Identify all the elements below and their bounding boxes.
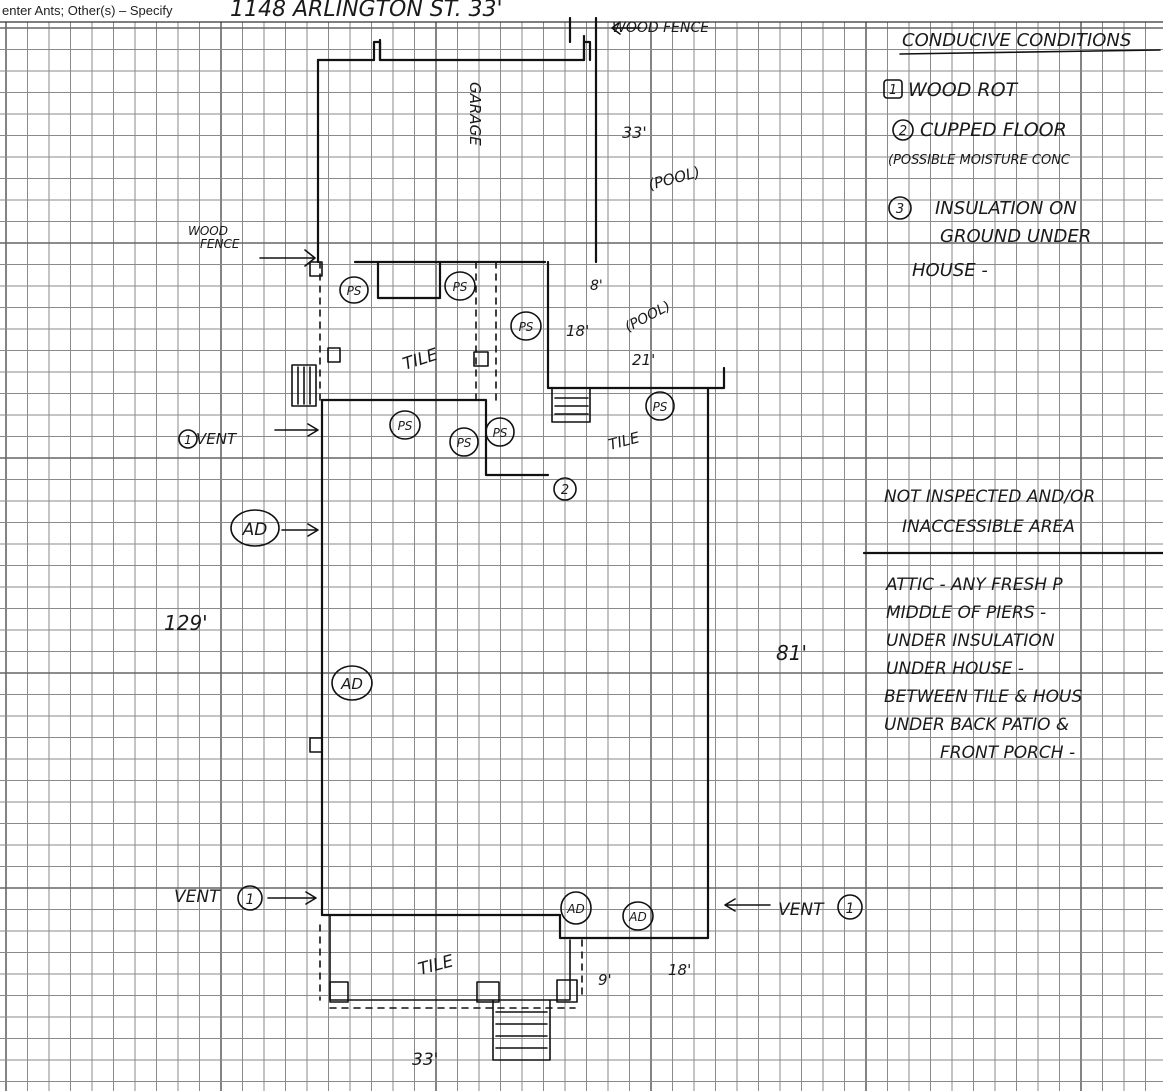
legend-tail: HOUSE - bbox=[912, 260, 988, 281]
form-printed-label: enter Ants; Other(s) – Specify bbox=[2, 3, 173, 18]
dim-bottom-33: 33' bbox=[412, 1050, 438, 1070]
ad-marker: AD bbox=[230, 509, 280, 547]
legend-item-1-text: WOOD ROT bbox=[908, 79, 1019, 101]
conducive-conditions-legend: CONDUCIVE CONDITIONS 1 WOOD ROT 2 CUPPED… bbox=[883, 30, 1161, 281]
graph-paper-grid bbox=[0, 22, 1163, 1091]
wood-fence-side-label-1: WOOD bbox=[188, 224, 228, 238]
ps-marker-label: PS bbox=[347, 284, 362, 298]
legend-item-2-subtext: (POSSIBLE MOISTURE CONC bbox=[888, 153, 1071, 168]
tile-label-patio: TILE bbox=[400, 345, 440, 375]
vent-label-lower-left: VENT bbox=[174, 887, 221, 907]
ad-marker: AD bbox=[331, 665, 373, 701]
dim-garage-33: 33' bbox=[622, 123, 647, 142]
house-outline bbox=[320, 260, 726, 940]
legend-item-3-subtext: GROUND UNDER bbox=[940, 226, 1091, 247]
not-inspected-line: UNDER BACK PATIO & bbox=[884, 715, 1069, 735]
legend-item-3-text: INSULATION ON bbox=[935, 198, 1077, 219]
legend-item-2-text: CUPPED FLOOR bbox=[920, 119, 1067, 141]
ps-marker-label: PS bbox=[457, 436, 472, 450]
ad-marker-label: AD bbox=[566, 902, 584, 916]
not-inspected-line: MIDDLE OF PIERS - bbox=[886, 603, 1046, 623]
not-inspected-line: UNDER HOUSE - bbox=[886, 659, 1024, 679]
vent-label-upper-left: VENT bbox=[196, 430, 238, 448]
dim-81: 81' bbox=[776, 641, 807, 665]
ps-marker-label: PS bbox=[493, 426, 508, 440]
condition-marker-2-label: 2 bbox=[561, 483, 569, 498]
ps-marker-label: PS bbox=[519, 320, 534, 334]
arrows bbox=[259, 21, 771, 912]
legend-item-3-circle bbox=[888, 196, 912, 220]
condition-marker-1-label: 1 bbox=[846, 901, 855, 917]
condition-marker-1: 1 bbox=[837, 894, 863, 920]
ps-marker: PS bbox=[510, 311, 542, 341]
ad-marker-label: AD bbox=[340, 675, 363, 693]
patio-steps bbox=[291, 364, 591, 423]
ps-marker: PS bbox=[339, 276, 369, 304]
dim-21: 21' bbox=[632, 351, 655, 369]
ps-marker-label: PS bbox=[398, 419, 413, 433]
ps-marker-label: PS bbox=[653, 400, 668, 414]
pool-label-2: (POOL) bbox=[622, 298, 673, 335]
ps-marker-label: PS bbox=[453, 280, 468, 294]
not-inspected-line: UNDER INSULATION bbox=[886, 631, 1055, 651]
vent-label-lower-right: VENT bbox=[778, 900, 825, 920]
ad-marker: AD bbox=[560, 891, 592, 925]
ps-marker: PS bbox=[444, 271, 476, 301]
condition-marker-1: 1 bbox=[178, 429, 198, 449]
legend-heading: CONDUCIVE CONDITIONS bbox=[902, 30, 1131, 51]
tile-label-mid: TILE bbox=[606, 428, 642, 454]
fence-lines bbox=[319, 261, 497, 401]
ps-marker: PS bbox=[485, 417, 515, 447]
wood-fence-label: WOOD FENCE bbox=[612, 20, 709, 36]
dim-porch-18: 18' bbox=[668, 961, 691, 979]
not-inspected-line: FRONT PORCH - bbox=[940, 743, 1075, 763]
dim-18: 18' bbox=[566, 322, 589, 340]
pier-blocks bbox=[309, 261, 578, 1003]
ad-marker-label: AD bbox=[628, 910, 646, 924]
condition-marker-1-label: 1 bbox=[184, 433, 192, 447]
not-inspected-notes: NOT INSPECTED AND/OR INACCESSIBLE AREA A… bbox=[862, 487, 1163, 763]
garage-label: GARAGE bbox=[466, 82, 484, 146]
wood-fence-side-label-2: FENCE bbox=[200, 237, 240, 251]
condition-marker-2: 2 bbox=[553, 477, 577, 501]
property-address: 1148 ARLINGTON ST. 33' bbox=[230, 0, 503, 22]
ps-marker: PS bbox=[449, 427, 479, 457]
not-inspected-line: BETWEEN TILE & HOUS bbox=[884, 687, 1082, 707]
dim-porch-9: 9' bbox=[598, 971, 612, 989]
ps-marker: PS bbox=[389, 410, 421, 440]
not-inspected-heading-2: INACCESSIBLE AREA bbox=[902, 517, 1075, 537]
dim-129: 129' bbox=[164, 611, 208, 635]
legend-item-1-number: 1 bbox=[889, 83, 897, 98]
ad-marker-label: AD bbox=[242, 520, 268, 540]
not-inspected-line: ATTIC - ANY FRESH P bbox=[885, 575, 1063, 595]
ad-marker: AD bbox=[622, 901, 654, 931]
tile-label-front: TILE bbox=[416, 951, 456, 980]
dim-8: 8' bbox=[590, 278, 603, 294]
condition-marker-1: 1 bbox=[237, 885, 263, 911]
legend-item-2-circle bbox=[892, 119, 914, 141]
legend-item-2-number: 2 bbox=[899, 124, 907, 139]
not-inspected-heading-1: NOT INSPECTED AND/OR bbox=[884, 487, 1095, 507]
legend-heading-underline bbox=[899, 49, 1161, 55]
ps-marker: PS bbox=[645, 391, 675, 421]
garage-outline bbox=[316, 16, 598, 264]
condition-marker-1-label: 1 bbox=[246, 892, 255, 908]
legend-item-1-box bbox=[883, 79, 903, 99]
front-porch bbox=[319, 914, 583, 1061]
legend-item-3-number: 3 bbox=[896, 202, 904, 217]
